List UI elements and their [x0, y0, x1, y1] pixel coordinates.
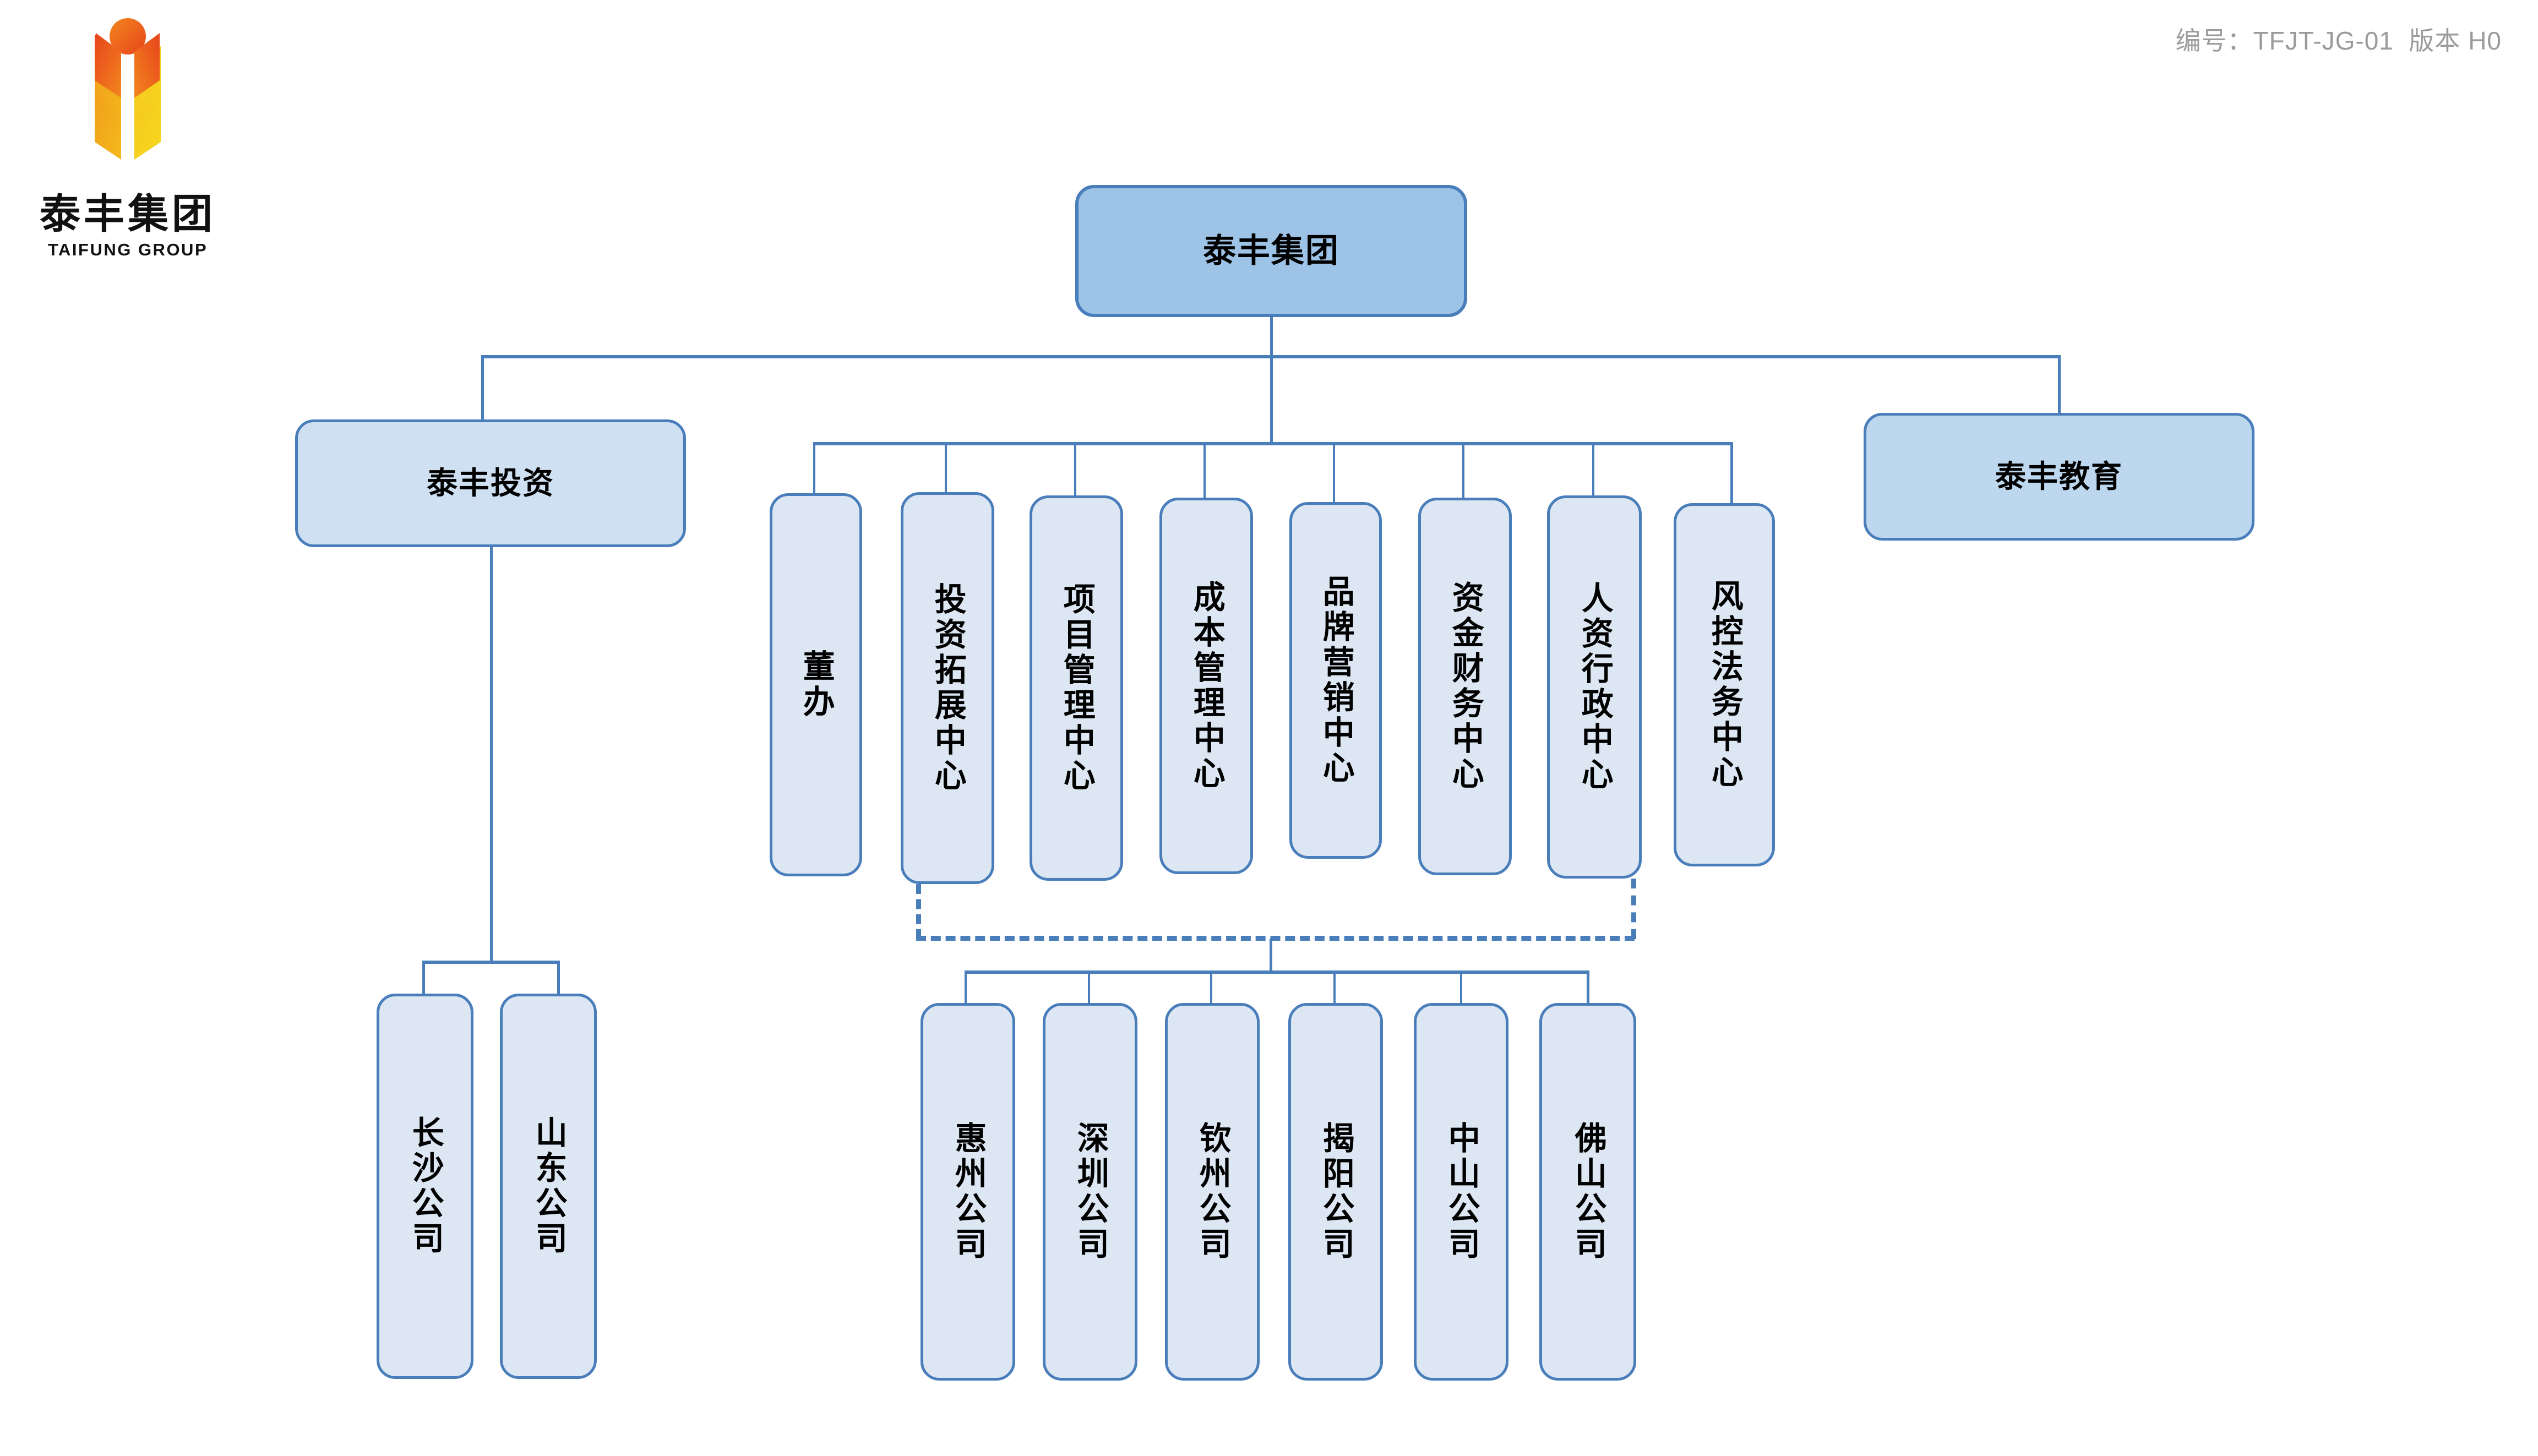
connector-company-drop-3: [1210, 970, 1212, 1006]
department-label: 资金财务中心: [1447, 581, 1483, 792]
connector-to-company-bus: [1270, 939, 1272, 972]
node-department-finance-treasury: 资金财务中心: [1418, 498, 1512, 875]
connector-company-drop-4: [1333, 970, 1336, 1006]
node-company-zhongshan: 中山公司: [1414, 1003, 1508, 1381]
company-label: 中山公司: [1443, 1121, 1479, 1262]
department-label: 项目管理中心: [1058, 582, 1094, 794]
node-company-qinzhou: 钦州公司: [1165, 1003, 1260, 1381]
connector-dashed-right-stem: [1631, 879, 1636, 939]
node-company-jieyang: 揭阳公司: [1288, 1003, 1383, 1381]
node-department-dongban: 董办: [770, 493, 862, 876]
node-department-brand-marketing: 品牌营销中心: [1289, 502, 1382, 859]
connector-dept-drop-6: [1462, 442, 1464, 499]
company-logo: 泰丰集团 TAIFUNG GROUP: [34, 10, 221, 258]
connector-dept-drop-4: [1203, 442, 1206, 499]
node-department-investment-expansion: 投资拓展中心: [901, 492, 994, 884]
node-company-huizhou: 惠州公司: [921, 1003, 1015, 1381]
company-label: 钦州公司: [1194, 1121, 1230, 1262]
company-label: 山东公司: [530, 1116, 567, 1257]
node-company-foshan: 佛山公司: [1539, 1003, 1636, 1381]
company-label: 深圳公司: [1072, 1121, 1108, 1262]
connector-company-bus: [965, 970, 1589, 974]
connector-dept-drop-1: [813, 442, 815, 494]
connector-to-invest: [481, 355, 484, 421]
company-label: 惠州公司: [950, 1121, 986, 1262]
company-label: 长沙公司: [407, 1116, 443, 1257]
department-label: 成本管理中心: [1188, 580, 1224, 792]
connector-company-drop-2: [1088, 970, 1090, 1006]
connector-company-drop-5: [1460, 970, 1462, 1006]
node-branch-invest[interactable]: 泰丰投资: [295, 419, 686, 547]
connector-to-education: [2058, 355, 2061, 414]
node-company-shenzhen: 深圳公司: [1043, 1003, 1137, 1381]
department-label: 品牌营销中心: [1317, 575, 1354, 786]
connector-dept-drop-7: [1592, 442, 1594, 497]
connector-dept-drop-2: [945, 442, 947, 493]
connector-invest-drop-1: [422, 961, 425, 996]
wheat-logo-icon: [95, 18, 161, 160]
connector-invest-stem: [490, 547, 493, 963]
company-label: 佛山公司: [1570, 1121, 1606, 1262]
department-label: 投资拓展中心: [929, 582, 966, 794]
connector-dept-drop-5: [1333, 442, 1335, 504]
connector-invest-bus: [422, 961, 560, 964]
connector-company-drop-1: [965, 970, 967, 1006]
node-company-shandong: 山东公司: [500, 994, 597, 1379]
connector-company-drop-6: [1587, 970, 1589, 1006]
connector-dashed-bus: [916, 936, 1635, 941]
connector-dept-drop-3: [1074, 442, 1076, 497]
node-branch-education[interactable]: 泰丰教育: [1864, 413, 2254, 541]
node-department-cost-management: 成本管理中心: [1159, 498, 1253, 874]
department-label: 人资行政中心: [1576, 581, 1613, 793]
connector-invest-drop-2: [557, 961, 560, 996]
company-label: 揭阳公司: [1317, 1121, 1354, 1262]
connector-dept-drop-8: [1730, 442, 1733, 505]
department-label: 风控法务中心: [1706, 579, 1742, 790]
node-company-changsha: 长沙公司: [377, 994, 473, 1379]
connector-dashed-left-stem: [916, 884, 921, 939]
logo-name-cn: 泰丰集团: [40, 191, 216, 237]
logo-name-en: TAIFUNG GROUP: [47, 240, 208, 259]
connector-department-bus: [813, 442, 1733, 445]
department-label: 董办: [798, 650, 834, 720]
node-root-group[interactable]: 泰丰集团: [1075, 185, 1467, 317]
node-department-risk-legal: 风控法务中心: [1674, 503, 1775, 866]
node-department-hr-admin: 人资行政中心: [1547, 495, 1642, 879]
node-department-project-management: 项目管理中心: [1030, 495, 1123, 881]
connector-root-stem: [1270, 317, 1273, 357]
connector-to-department-bus: [1270, 355, 1273, 443]
document-code-label: 编号：TFJT-JG-01 版本 H0: [2175, 26, 2502, 55]
